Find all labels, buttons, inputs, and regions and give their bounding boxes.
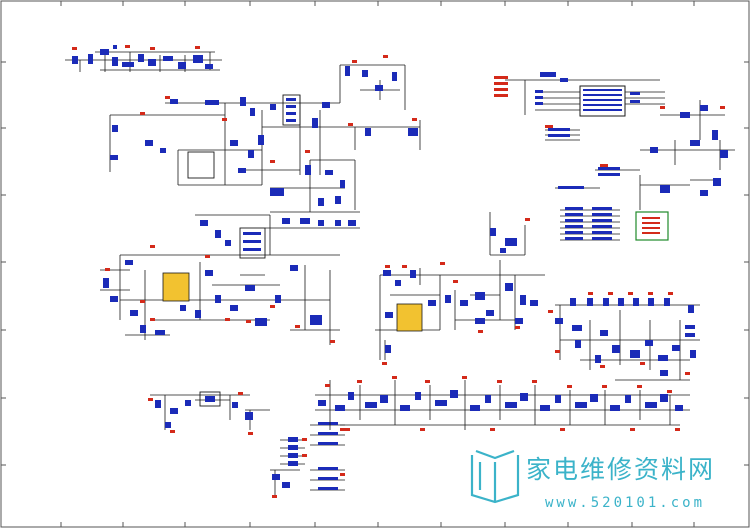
regulator-block-left (100, 214, 340, 345)
buck-controller-ic (396, 303, 423, 332)
watermark: 家电维修资料网 www.520101.com (470, 449, 715, 511)
highlight-box (635, 211, 669, 241)
connector-column-block (270, 422, 345, 498)
pwm-controller-ic (162, 272, 190, 302)
watermark-site-name: 家电维修资料网 (526, 455, 715, 484)
driver-bank-block (560, 207, 669, 241)
input-filter-block (65, 45, 222, 72)
output-chain-block (315, 376, 690, 431)
watermark-site-url: www.520101.com (545, 495, 705, 511)
open-book-logo (470, 449, 520, 504)
linear-regulator-block (148, 391, 270, 435)
mcu-connector-block (494, 72, 735, 210)
regulator-block-center (375, 212, 545, 365)
amplifier-block (548, 292, 700, 381)
microcontroller-ic (579, 85, 626, 117)
power-stage-block (109, 55, 421, 229)
